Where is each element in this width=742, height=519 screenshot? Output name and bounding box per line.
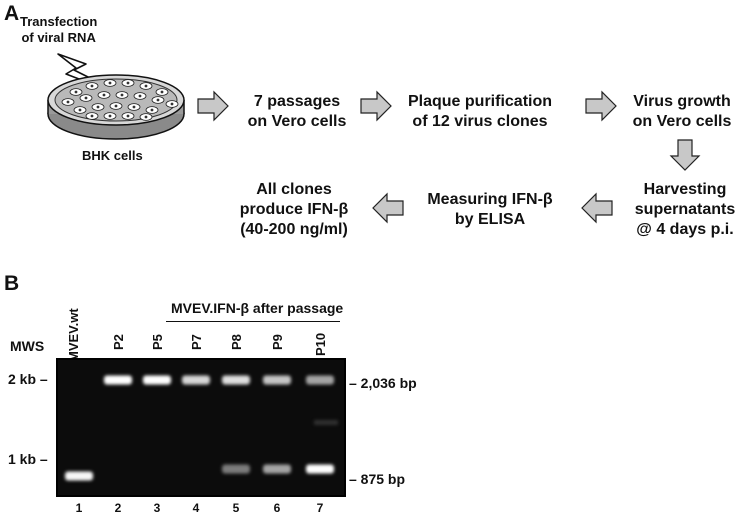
band-2036bp: [143, 375, 171, 385]
cell-nucleus: [150, 108, 154, 112]
cell-nucleus: [120, 93, 124, 97]
lane-number: 4: [192, 501, 200, 515]
band-875bp: [306, 464, 334, 474]
marker-1kb-label: 1 kb –: [8, 451, 48, 467]
cell-nucleus: [126, 114, 130, 118]
cell-nucleus: [144, 115, 148, 119]
bhk-cells-label: BHK cells: [82, 148, 143, 163]
cell-nucleus: [66, 100, 70, 104]
lane-number: 5: [232, 501, 240, 515]
band-2036bp: [306, 375, 334, 385]
mws-label: MWS: [10, 338, 45, 354]
flow-arrows: [197, 90, 701, 224]
cell-nucleus: [96, 105, 100, 109]
group-label: MVEV.IFN-β after passage: [171, 300, 344, 316]
cell-nucleus: [74, 90, 78, 94]
cell-nucleus: [156, 98, 160, 102]
cell-nucleus: [114, 104, 118, 108]
cell-nucleus: [90, 114, 94, 118]
band-lower-label: – 875 bp: [349, 471, 406, 487]
culture-dish-icon: [47, 74, 185, 140]
band-875bp: [222, 464, 250, 474]
band-2036bp: [222, 375, 250, 385]
arrow-right-icon: [197, 90, 229, 122]
band-2036bp: [104, 375, 132, 385]
lane-number: 3: [153, 501, 161, 515]
cell-nucleus: [160, 90, 164, 94]
transfection-label: Transfection of viral RNA: [20, 14, 98, 45]
panel-a-letter: A: [4, 2, 20, 25]
arrow-right-icon: [585, 90, 617, 122]
band-875bp: [263, 464, 291, 474]
cell-nucleus: [138, 94, 142, 98]
lane-number: 1: [75, 501, 83, 515]
cell-nucleus: [78, 108, 82, 112]
cell-nucleus: [90, 84, 94, 88]
band-2036bp: [263, 375, 291, 385]
arrow-right-icon: [360, 90, 392, 122]
marker-2kb-label: 2 kb –: [8, 371, 48, 387]
arrow-left-icon: [372, 192, 404, 224]
lane-number: 6: [273, 501, 281, 515]
cell-nucleus: [170, 102, 174, 106]
group-bracket-line: [166, 321, 340, 322]
cell-nucleus: [102, 93, 106, 97]
lane-number: 2: [114, 501, 122, 515]
cell-nucleus: [144, 84, 148, 88]
arrow-down-icon: [669, 139, 701, 171]
cell-nucleus: [126, 81, 130, 85]
lane-number: 7: [316, 501, 324, 515]
arrow-left-icon: [581, 192, 613, 224]
panel-b-letter: B: [4, 272, 20, 295]
cell-nucleus: [108, 81, 112, 85]
band-2036bp: [182, 375, 210, 385]
band-875bp: [65, 471, 93, 481]
cell-nucleus: [108, 114, 112, 118]
band-upper-label: – 2,036 bp: [349, 375, 417, 391]
cell-nucleus: [84, 96, 88, 100]
cell-nucleus: [132, 105, 136, 109]
